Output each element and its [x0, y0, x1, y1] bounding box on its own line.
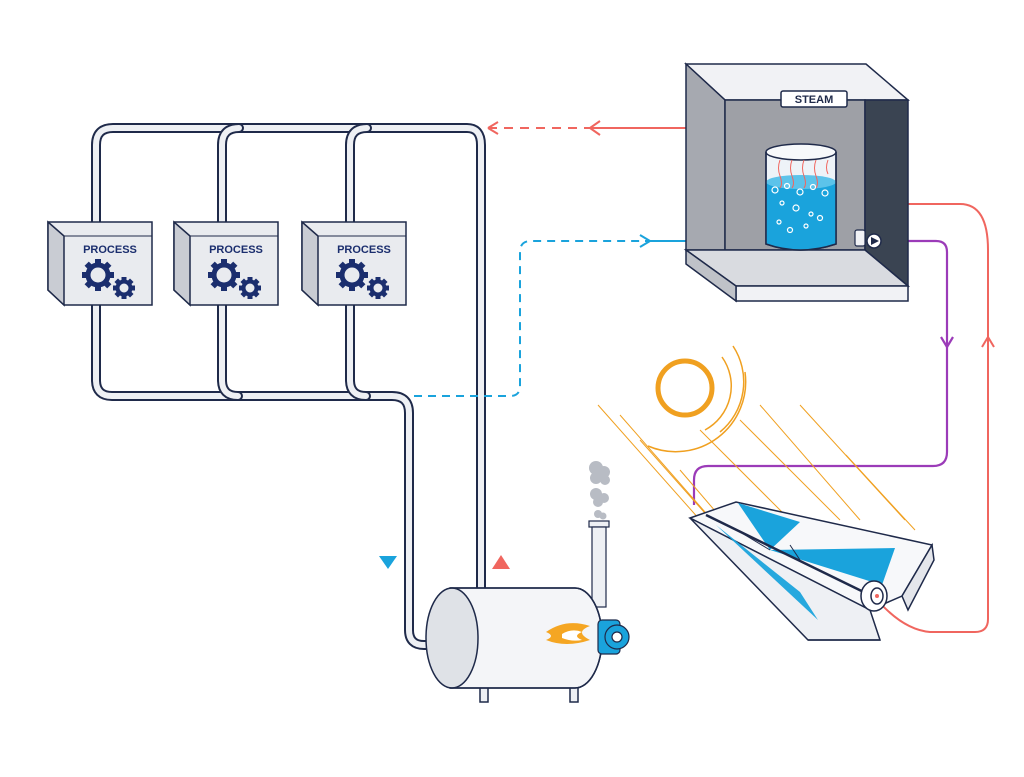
steam-supply-pipe: [91, 123, 486, 593]
smoke-icon: [589, 461, 610, 520]
process-label: PROCESS: [209, 244, 263, 256]
pump-icon: [854, 229, 882, 249]
process-unit-3: PROCESS: [301, 220, 407, 307]
burner-icon: [597, 619, 630, 655]
steam-label: STEAM: [795, 94, 834, 106]
sun-icon: [647, 345, 747, 453]
process-unit-1: PROCESS: [47, 220, 153, 307]
steam-generator-unit: STEAM: [683, 62, 911, 303]
backup-boiler: [425, 461, 630, 703]
chimney: [588, 520, 610, 608]
steam-drum: [765, 143, 837, 251]
bubbles: [771, 182, 829, 234]
condensate-return-pipe: [91, 298, 457, 650]
process-label: PROCESS: [337, 244, 391, 256]
solar-loop-flow-line: [692, 239, 954, 505]
solar-trough-collector: [688, 501, 935, 641]
cold-inflow-arrow-icon: [379, 556, 397, 569]
steam-wisps: [778, 159, 829, 189]
hot-outflow-arrow-icon: [492, 555, 510, 569]
process-unit-2: PROCESS: [173, 220, 279, 307]
collector-end-cap: [860, 580, 888, 612]
flame-icon: [546, 623, 590, 644]
process-label: PROCESS: [83, 244, 137, 256]
steam-label-plate: STEAM: [780, 90, 848, 108]
